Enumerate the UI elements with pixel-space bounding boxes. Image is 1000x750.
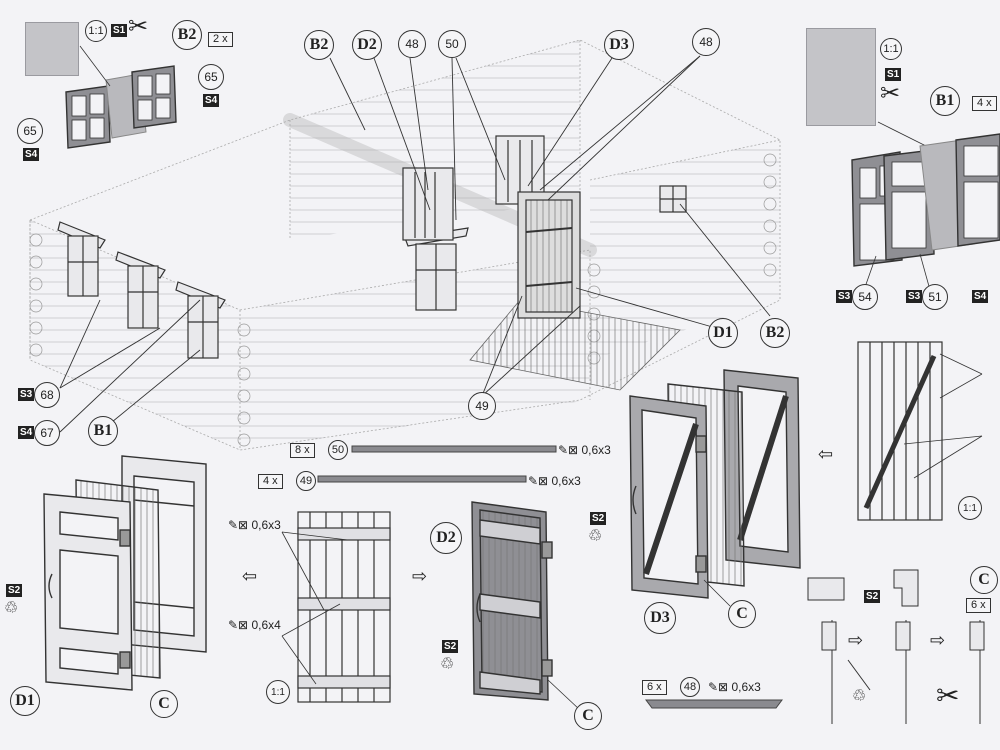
s4-badge-left: S4 xyxy=(23,148,40,161)
qty-strip-48: 6 x xyxy=(642,680,667,695)
glue-icon: ♲ xyxy=(440,656,455,673)
s2-badge-d2: S2 xyxy=(442,640,459,653)
part-50: 50 xyxy=(438,30,466,58)
door-D3 xyxy=(629,369,801,599)
arrow-left-icon: ⇦ xyxy=(242,566,258,586)
strip-49 xyxy=(317,475,527,483)
glue-icon: ♲ xyxy=(588,528,603,545)
s4-badge-left-2: S4 xyxy=(18,426,35,439)
window-left-3 xyxy=(175,281,226,359)
label-b1-cabin: B1 xyxy=(88,416,118,446)
part-48-strip: 48 xyxy=(680,677,700,697)
s3-badge-right: S3 xyxy=(836,290,853,303)
qty-b2: 2 x xyxy=(208,32,233,47)
s2-badge-d1: S2 xyxy=(6,584,23,597)
strip-49-dim: ✎⊠ 0,6x3 xyxy=(528,474,581,488)
scissors-icon: ✂ xyxy=(128,13,149,40)
strip-48-dim: ✎⊠ 0,6x3 xyxy=(708,680,761,694)
panel-dim-top: ✎⊠ 0,6x3 xyxy=(228,518,281,532)
arrow-left-icon: ⇦ xyxy=(818,444,834,464)
glazing-swatch-right xyxy=(806,28,876,126)
door-panel-template xyxy=(857,341,943,521)
strip-50 xyxy=(351,445,557,453)
label-c-d2: C xyxy=(574,702,602,730)
scale-label: 1:1 xyxy=(85,20,107,42)
part-50-strip: 50 xyxy=(328,440,348,460)
s3-badge-left: S3 xyxy=(18,388,35,401)
label-c-d3: C xyxy=(728,600,756,628)
leader-lines xyxy=(59,55,771,433)
s4-badge-right: S4 xyxy=(972,290,989,303)
part-51: 51 xyxy=(922,284,948,310)
door-panel-center xyxy=(297,511,391,703)
s3-badge-right-2: S3 xyxy=(906,290,923,303)
part-67: 67 xyxy=(34,420,60,446)
scale-label-center: 1:1 xyxy=(266,680,290,704)
scissors-icon: ✂ xyxy=(880,80,901,107)
scale-label-panel: 1:1 xyxy=(958,496,982,520)
part-65-left: 65 xyxy=(17,118,43,144)
strip-48 xyxy=(645,699,783,709)
door-D1 xyxy=(43,455,207,691)
center-leaders xyxy=(281,531,349,685)
qty-hinge: 6 x xyxy=(966,598,991,613)
part-49-cabin: 49 xyxy=(468,392,496,420)
s4-badge-top: S4 xyxy=(203,94,220,107)
wood-strip-icon: ✎⊠ xyxy=(528,474,552,488)
label-b2: B2 xyxy=(172,20,202,50)
strip-50-dim: ✎⊠ 0,6x3 xyxy=(558,443,611,457)
label-d2: D2 xyxy=(352,30,382,60)
panel-dim-bottom: ✎⊠ 0,6x4 xyxy=(228,618,281,632)
part-65-top: 65 xyxy=(198,64,224,90)
s2-badge-hinge: S2 xyxy=(864,590,881,603)
glue-icon: ♲ xyxy=(852,688,867,705)
hinge-detail xyxy=(807,569,985,724)
window-left-2 xyxy=(115,251,166,329)
window-left-1 xyxy=(57,221,106,297)
label-d1-cabin: D1 xyxy=(708,318,738,348)
scale-label-right: 1:1 xyxy=(880,38,902,60)
arrow-right-icon: ⇨ xyxy=(930,630,946,650)
porch-floor xyxy=(469,299,681,391)
label-b1: B1 xyxy=(930,86,960,116)
log-ends xyxy=(29,153,777,447)
wood-strip-icon: ✎⊠ xyxy=(228,618,252,632)
panel-leaders xyxy=(903,353,983,479)
part-48-b: 48 xyxy=(692,28,720,56)
part-68: 68 xyxy=(34,382,60,408)
window-right xyxy=(659,185,687,213)
label-d1: D1 xyxy=(10,686,40,716)
part-54: 54 xyxy=(852,284,878,310)
wood-strip-icon: ✎⊠ xyxy=(228,518,252,532)
wood-strip-icon: ✎⊠ xyxy=(708,680,732,694)
glazing-swatch xyxy=(25,22,79,76)
qty-b1: 4 x xyxy=(972,96,997,111)
label-d2-detail: D2 xyxy=(430,522,462,554)
label-c-hinge: C xyxy=(970,566,998,594)
label-c-d1: C xyxy=(150,690,178,718)
qty-strip-50: 8 x xyxy=(290,443,315,458)
glue-icon: ♲ xyxy=(4,600,19,617)
arrow-right-icon: ⇨ xyxy=(848,630,864,650)
part-49-strip: 49 xyxy=(296,471,316,491)
label-b2-back: B2 xyxy=(304,30,334,60)
label-d3: D3 xyxy=(604,30,634,60)
sheet-s1-badge-right: S1 xyxy=(885,68,902,81)
part-48-a: 48 xyxy=(398,30,426,58)
sheet-s1-badge: S1 xyxy=(111,24,128,37)
scissors-icon: ✂ xyxy=(936,680,960,711)
qty-strip-49: 4 x xyxy=(258,474,283,489)
label-d3-detail: D3 xyxy=(644,602,676,634)
door-D2 xyxy=(471,501,553,701)
label-b2-cabin: B2 xyxy=(760,318,790,348)
wood-strip-icon: ✎⊠ xyxy=(558,443,582,457)
arrow-right-icon: ⇨ xyxy=(412,566,428,586)
front-door xyxy=(517,191,581,319)
s2-badge-d3: S2 xyxy=(590,512,607,525)
